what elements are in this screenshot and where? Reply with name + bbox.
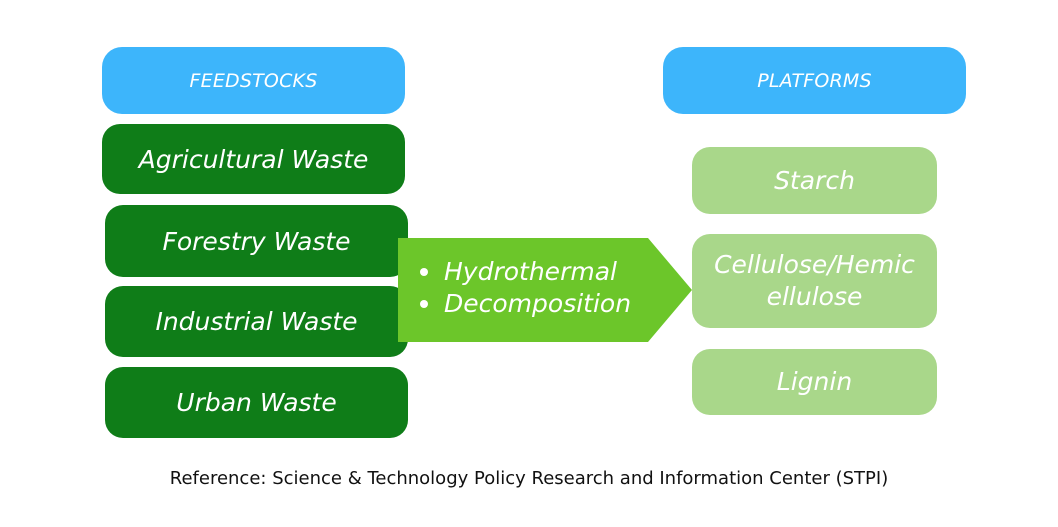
feedstock-urban-waste: Urban Waste [105, 367, 408, 438]
process-item-decomposition: Decomposition [420, 288, 631, 320]
process-list: Hydrothermal Decomposition [420, 256, 631, 320]
platform-starch: Starch [692, 147, 937, 214]
process-arrow [398, 238, 692, 342]
feedstock-forestry-waste: Forestry Waste [105, 205, 408, 277]
feedstock-agricultural-waste: Agricultural Waste [102, 124, 405, 194]
platform-lignin: Lignin [692, 349, 937, 415]
feedstocks-header: FEEDSTOCKS [102, 47, 405, 114]
process-item-hydrothermal: Hydrothermal [420, 256, 631, 288]
process-item-label: Decomposition [444, 289, 632, 318]
platforms-header: PLATFORMS [663, 47, 966, 114]
bullet-icon [420, 268, 428, 276]
platform-cellulose-hemicellulose: Cellulose/Hemic ellulose [692, 234, 937, 328]
bullet-icon [420, 300, 428, 308]
feedstock-industrial-waste: Industrial Waste [105, 286, 408, 357]
process-arrow-shape [398, 238, 692, 342]
process-item-label: Hydrothermal [444, 257, 617, 286]
reference-text: Reference: Science & Technology Policy R… [169, 468, 889, 489]
